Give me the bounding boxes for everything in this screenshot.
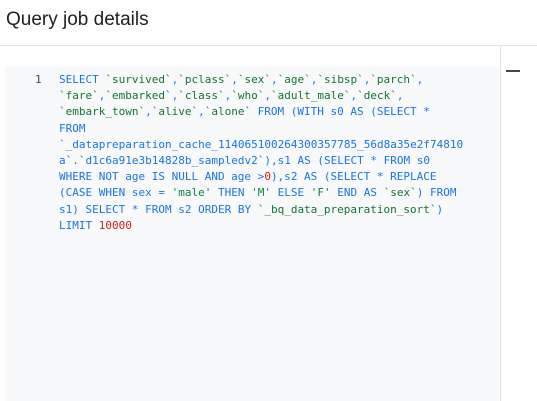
sql-code[interactable]: SELECT `survived`,`pclass`,`sex`,`age`,`…	[59, 73, 464, 232]
sql-editor[interactable]	[5, 66, 499, 401]
page-title: Query job details	[6, 9, 149, 30]
dialog-header: Query job details	[0, 0, 537, 46]
collapse-icon[interactable]	[506, 70, 520, 72]
line-number: 1	[35, 73, 42, 86]
editor-divider	[500, 46, 501, 401]
